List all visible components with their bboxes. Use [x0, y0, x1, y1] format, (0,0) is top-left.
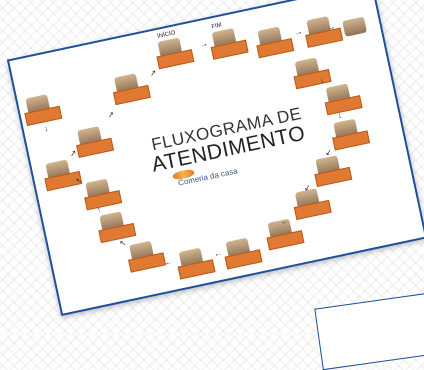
step-17	[41, 157, 83, 192]
step-2	[208, 26, 249, 61]
arrow-icon: ↗	[68, 148, 78, 159]
step-15	[95, 209, 137, 244]
arrow-icon: →	[293, 26, 304, 38]
flowchart-poster: FLUXOGRAMA DE ATENDIMENTO Comeria da cas…	[6, 0, 424, 317]
arrow-icon: ↗	[106, 109, 116, 120]
arrow-icon: ↖	[74, 175, 84, 186]
step-9	[311, 153, 353, 188]
step-3	[253, 24, 295, 59]
step-5	[338, 15, 379, 50]
arrow-icon: →	[326, 21, 336, 33]
step-13	[175, 246, 216, 281]
step-1	[154, 35, 195, 70]
step-20	[21, 92, 63, 127]
notebook-icon	[342, 16, 368, 37]
step-16	[81, 176, 123, 211]
step-14	[125, 239, 167, 274]
arrow-icon: ←	[212, 248, 223, 259]
step-6	[291, 55, 332, 90]
step-8	[329, 117, 371, 152]
step-7	[322, 81, 363, 116]
arrow-icon: ↙	[303, 182, 312, 193]
step-19	[110, 71, 151, 106]
arrow-icon: ↖	[118, 238, 128, 249]
arrow-icon: →	[199, 38, 209, 50]
background-card	[314, 291, 424, 370]
arrow-icon: ←	[279, 215, 290, 227]
end-label: FIM	[210, 22, 223, 31]
arrow-icon: ←	[163, 256, 174, 268]
step-12	[222, 236, 263, 271]
arrow-icon: ↓	[43, 123, 49, 134]
step-4	[302, 14, 344, 49]
arrow-icon: ↗	[148, 68, 158, 79]
step-18	[73, 124, 115, 159]
arrow-icon: ↙	[324, 147, 333, 158]
